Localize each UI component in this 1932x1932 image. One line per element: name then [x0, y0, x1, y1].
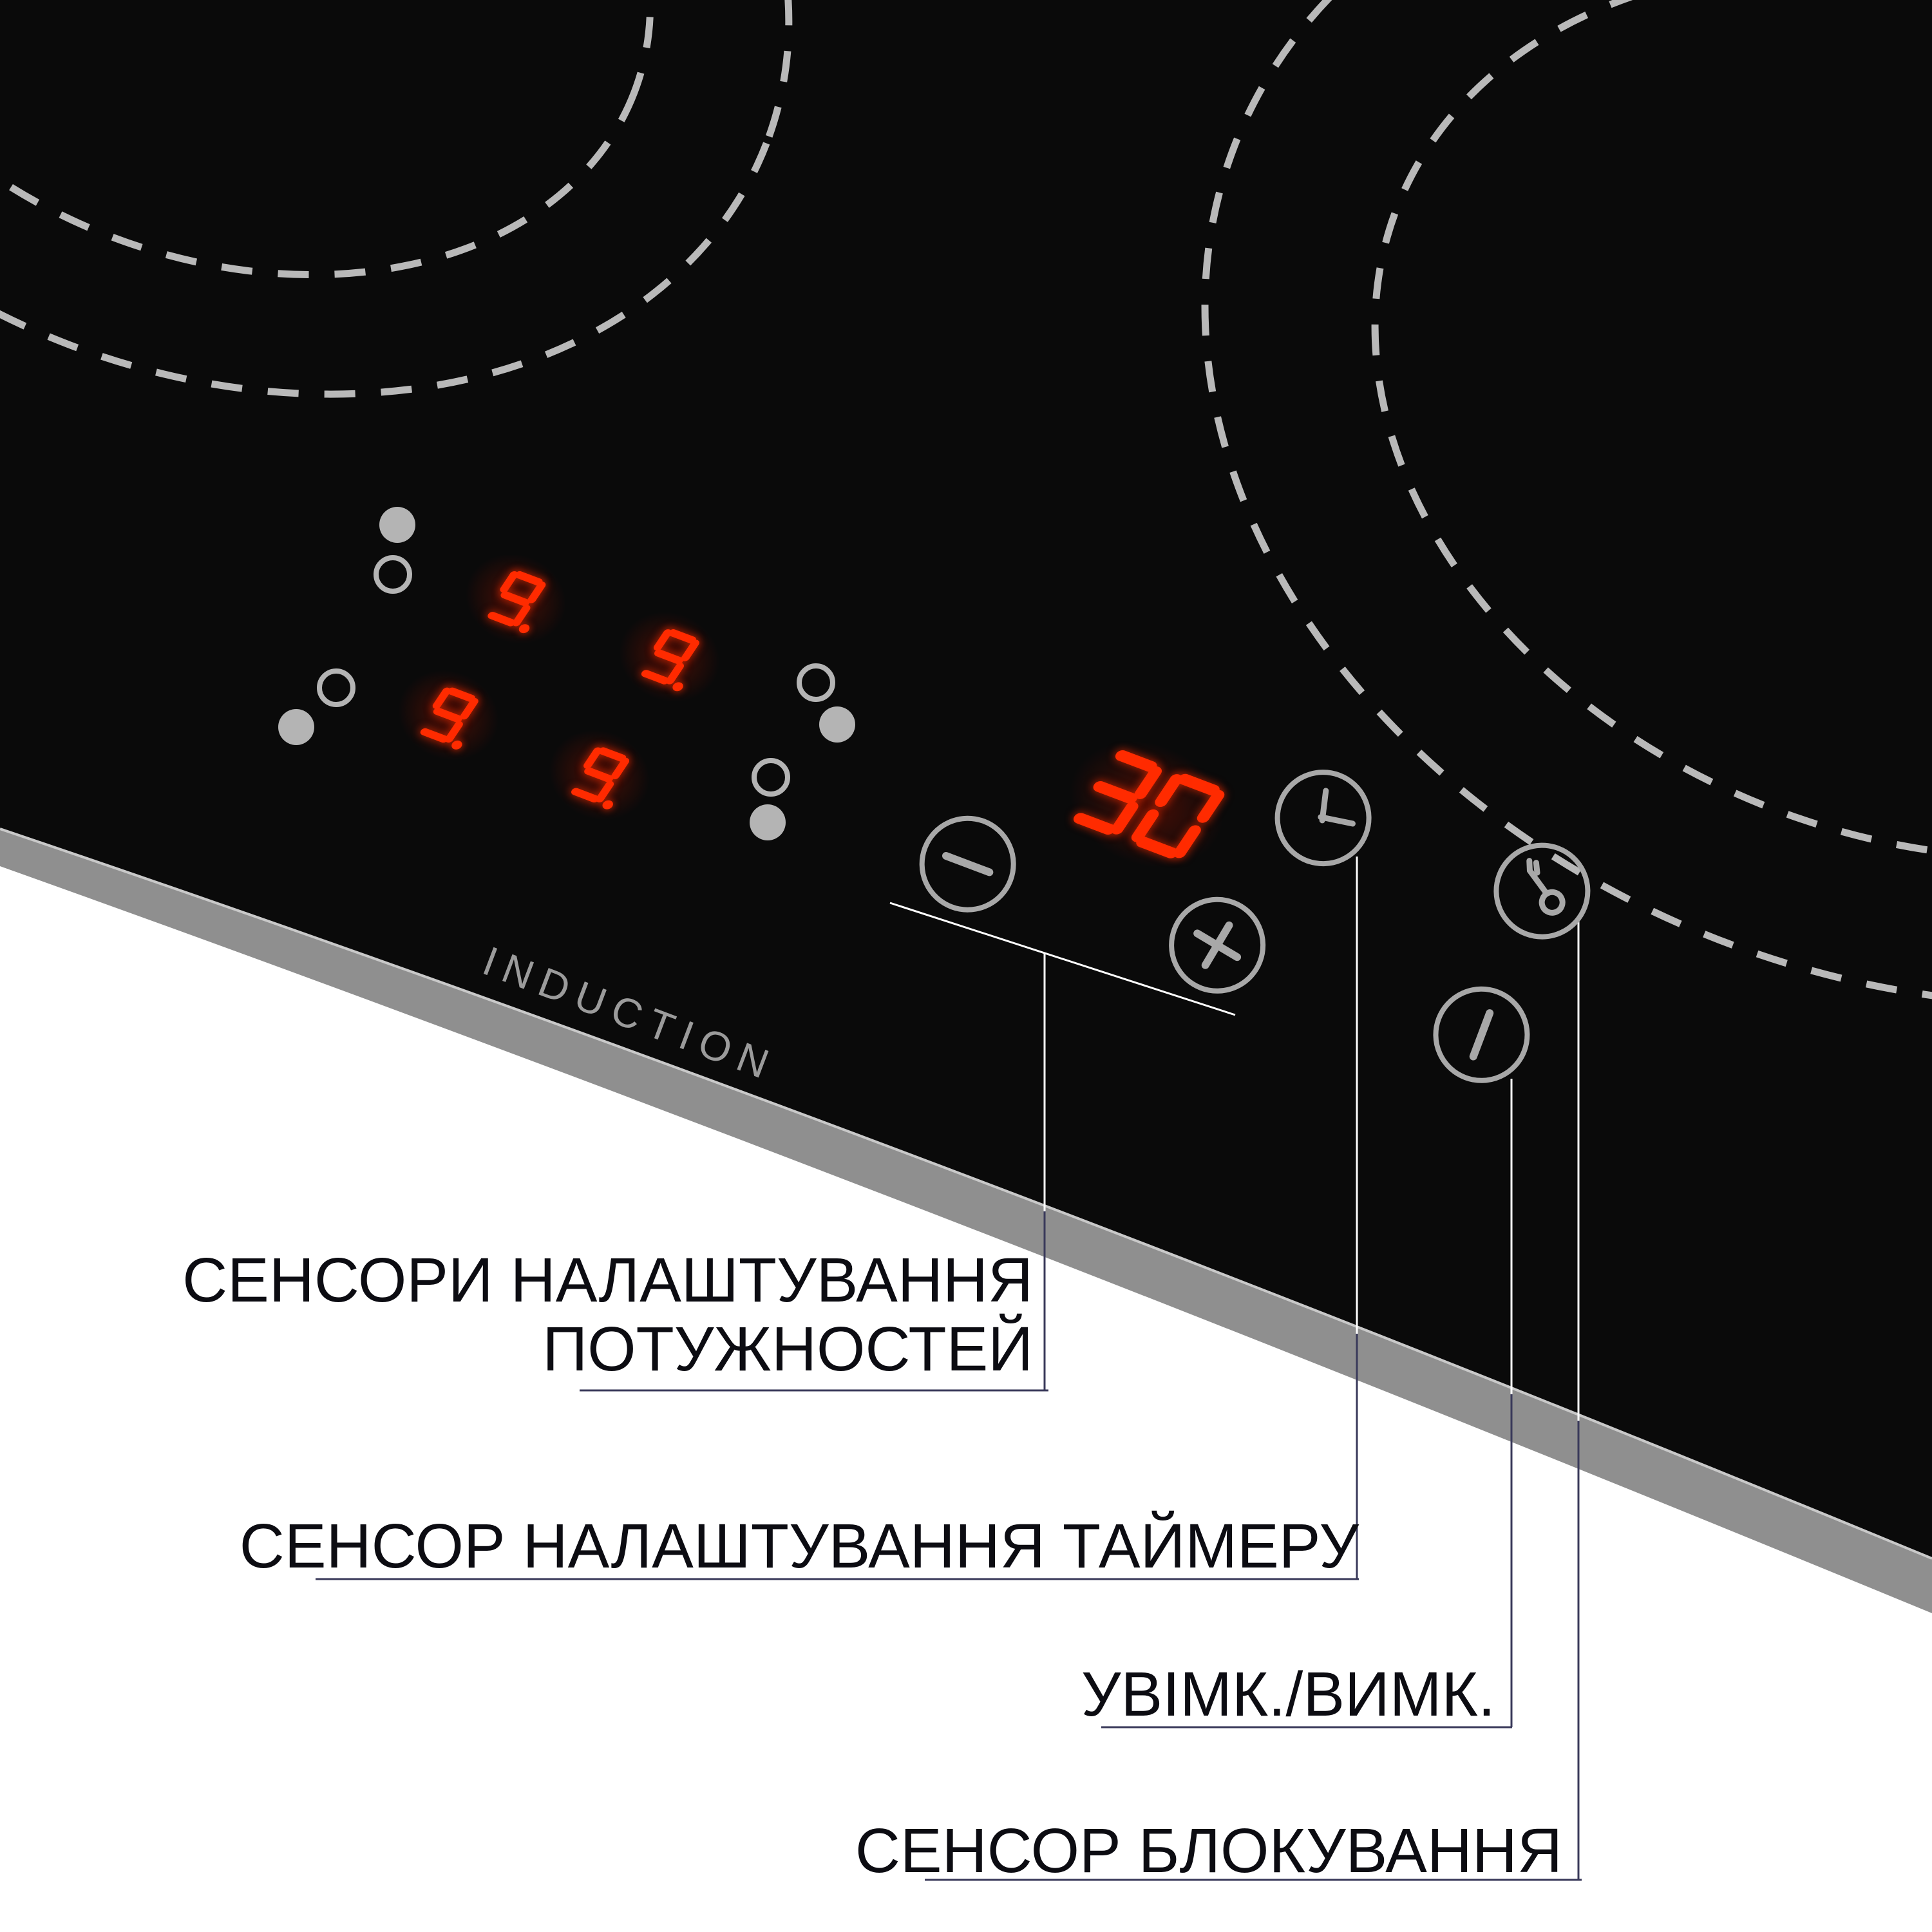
label-power-sensors: СЕНСОРИ НАЛАШТУВАННЯ ПОТУЖНОСТЕЙ — [182, 1245, 1033, 1383]
lock-button[interactable] — [1479, 828, 1605, 954]
label-power-sensors-line2: ПОТУЖНОСТЕЙ — [542, 1314, 1033, 1384]
power-button[interactable] — [1419, 972, 1544, 1097]
label-lock-sensor: СЕНСОР БЛОКУВАННЯ — [855, 1815, 1562, 1886]
dot-hollow — [752, 758, 790, 797]
hob-glass-surface — [0, 0, 1932, 1558]
seven-segment-digit — [565, 744, 632, 811]
seven-segment-digit — [636, 627, 702, 693]
dot-filled — [750, 804, 786, 840]
label-on-off: УВІМК./ВИМК. — [1081, 1659, 1495, 1729]
label-timer-sensor: СЕНСОР НАЛАШТУВАННЯ ТАЙМЕРУ — [239, 1511, 1359, 1581]
timer-button[interactable] — [1260, 755, 1386, 880]
hob-trim-highlight — [0, 828, 1932, 1560]
zone-power-display — [581, 574, 757, 739]
minus-icon — [941, 851, 995, 878]
plus-icon — [1158, 886, 1276, 1005]
dot-filled — [379, 507, 415, 543]
seven-segment-digit — [415, 685, 481, 751]
plus-button[interactable] — [1155, 883, 1280, 1008]
dot-hollow — [374, 555, 412, 594]
leader-lines-navy — [316, 1211, 1582, 1881]
key-icon — [1526, 858, 1566, 916]
clock-icon — [1318, 788, 1356, 827]
dot-filled — [819, 706, 855, 743]
display-glow — [1014, 687, 1279, 922]
label-power-sensors-line1: СЕНСОРИ НАЛАШТУВАННЯ — [182, 1245, 1033, 1315]
leader-power-sensors-diagonal — [889, 902, 1236, 1016]
control-panel-layer: INDUCTION — [360, 516, 1605, 1097]
zone-right-outer-ring — [1201, 0, 1932, 1008]
minus-button[interactable] — [905, 802, 1030, 927]
zone-indicator-dots — [278, 507, 855, 840]
zone-power-display — [428, 516, 604, 681]
dot-filled — [278, 709, 314, 745]
zone-power-display — [360, 632, 536, 798]
hob-front-trim — [0, 829, 1932, 1613]
zone-power-display — [511, 692, 688, 858]
dot-hollow — [797, 663, 835, 702]
leader-lines-white — [889, 857, 1580, 1421]
power-icon — [1468, 1008, 1495, 1062]
zone-left-inner-ring — [0, 0, 654, 279]
timer-display — [1014, 687, 1279, 922]
dot-hollow — [317, 668, 355, 707]
seven-segment-digit — [482, 569, 548, 635]
